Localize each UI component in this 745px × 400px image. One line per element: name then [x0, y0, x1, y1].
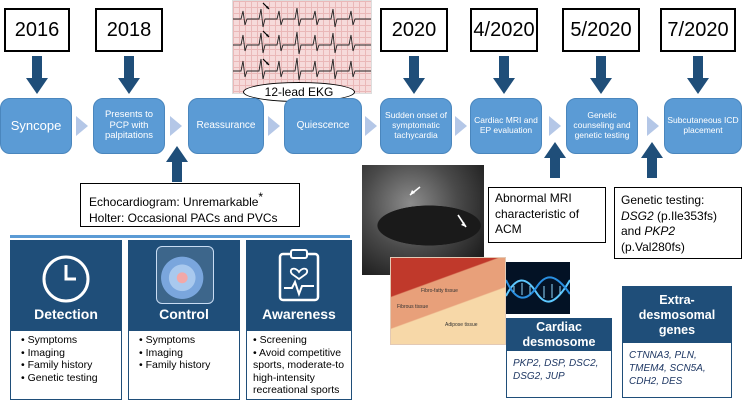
panel-title-detection: Detection	[34, 306, 98, 322]
down-arrow-icon	[26, 56, 48, 94]
panel-awareness: Awareness Screening Avoid competitive sp…	[246, 240, 352, 400]
list-item: Genetic testing	[21, 372, 121, 385]
year-box-5-2020: 5/2020	[562, 8, 640, 52]
step-cardiac-mri: Cardiac MRI and EP evaluation	[470, 98, 542, 154]
tissue-label: Adipose tissue	[445, 322, 478, 328]
control-list: Symptoms Imaging Family history	[129, 334, 239, 372]
asterisk-marker: *	[258, 190, 264, 204]
mri-finding-box: Abnormal MRI characteristic of ACM	[488, 187, 606, 243]
chevron-right-icon	[268, 116, 280, 136]
list-item: Symptoms	[21, 334, 121, 347]
step-presents-to-pcp: Presents to PCP with palpitations	[93, 98, 165, 154]
chevron-right-icon	[455, 116, 467, 136]
desmosome-genes: PKP2, DSP, DSC2, DSG2, JUP	[513, 358, 599, 382]
list-item: Avoid competitive sports, moderate-to hi…	[253, 347, 348, 397]
extra-desmosomal-box: Extra-desmosomal genes CTNNA3, PLN, TMEM…	[622, 286, 732, 398]
cardiac-desmosome-box: Cardiac desmosome PKP2, DSP, DSC2, DSG2,…	[506, 318, 612, 398]
list-item: Screening	[253, 334, 348, 347]
genetic-testing-box: Genetic testing: DSG2 (p.Ile353fs) and P…	[614, 187, 742, 259]
year-box-2018: 2018	[95, 8, 163, 52]
tissue-illustration: Fibro-fatty tissue Fibrous tissue Adipos…	[390, 257, 506, 345]
list-item: Imaging	[21, 347, 121, 360]
year-box-2020: 2020	[380, 8, 448, 52]
variant-pkp2: (p.Val280fs)	[621, 239, 685, 254]
step-icd-placement: Subcutaneous ICD placement	[664, 98, 742, 154]
panel-control: Control Symptoms Imaging Family history	[128, 240, 240, 400]
panel-title-awareness: Awareness	[262, 306, 336, 322]
down-arrow-icon	[493, 56, 515, 94]
desmosome-title: Cardiac desmosome	[507, 319, 611, 351]
awareness-list: Screening Avoid competitive sports, mode…	[247, 334, 351, 397]
clipboard-heart-icon	[278, 249, 320, 302]
dna-helix-image	[506, 262, 570, 314]
chevron-right-icon	[647, 116, 659, 136]
extra-desmosomal-genes: CTNNA3, PLN, TMEM4, SCN5A, CDH2, DES	[629, 350, 706, 387]
heart-anatomy-icon	[156, 246, 214, 304]
echo-text: Echocardiogram: Unremarkable	[89, 195, 259, 209]
down-arrow-icon	[590, 56, 612, 94]
step-sudden-tachycardia: Sudden onset of symptomatic tachycardia	[380, 98, 452, 154]
holter-text: Holter: Occasional PACs and PVCs	[89, 211, 278, 225]
chevron-right-icon	[170, 116, 182, 136]
step-reassurance: Reassurance	[188, 98, 264, 154]
down-arrow-icon	[403, 56, 425, 94]
step-syncope: Syncope	[0, 98, 72, 154]
gene-dsg2: DSG2	[621, 208, 654, 223]
step-quiescence: Quiescence	[284, 98, 362, 154]
up-arrow-icon	[544, 142, 566, 178]
variant-dsg2: (p.Ile353fs)	[653, 208, 718, 223]
ekg-trace	[233, 2, 371, 81]
detection-list: Symptoms Imaging Family history Genetic …	[11, 334, 121, 384]
cardiac-mri-image	[362, 165, 484, 275]
echo-holter-box: Echocardiogram: Unremarkable* Holter: Oc…	[80, 183, 300, 227]
mri-finding-text: Abnormal MRI characteristic of ACM	[495, 191, 580, 236]
panel-title-control: Control	[159, 306, 209, 322]
year-box-7-2020: 7/2020	[660, 8, 736, 52]
genetic-testing-label: Genetic testing:	[621, 193, 705, 207]
chevron-right-icon	[365, 116, 377, 136]
list-item: Symptoms	[139, 334, 239, 347]
mri-arrows	[409, 186, 467, 228]
section-divider	[10, 235, 350, 238]
panel-detection: Detection Symptoms Imaging Family histor…	[10, 240, 122, 400]
and-text: and	[621, 224, 645, 238]
down-arrow-icon	[118, 56, 140, 94]
step-genetic-counseling: Genetic counseling and genetic testing	[566, 98, 638, 154]
list-item: Imaging	[139, 347, 239, 360]
gene-pkp2: PKP2	[644, 224, 676, 238]
year-box-4-2020: 4/2020	[470, 8, 538, 52]
year-box-2016: 2016	[4, 8, 70, 52]
list-item: Family history	[139, 359, 239, 372]
list-item: Family history	[21, 359, 121, 372]
up-arrow-icon	[166, 146, 188, 182]
down-arrow-icon	[687, 56, 709, 94]
ekg-strip-image	[232, 0, 372, 94]
tissue-label: Fibro-fatty tissue	[421, 288, 458, 294]
dna-helix-icon	[506, 276, 570, 303]
up-arrow-icon	[641, 142, 663, 178]
chevron-right-icon	[76, 116, 88, 136]
extra-desmosomal-title: Extra-desmosomal genes	[623, 287, 731, 343]
chevron-right-icon	[549, 116, 561, 136]
tissue-label: Fibrous tissue	[397, 304, 429, 310]
clock-icon	[42, 255, 90, 303]
